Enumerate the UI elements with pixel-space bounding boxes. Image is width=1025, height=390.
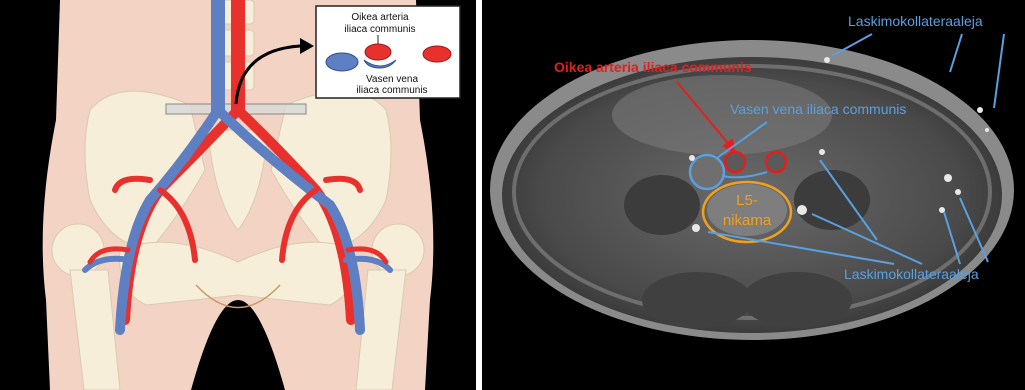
callout-vein-label-line2: iliaca communis <box>356 85 427 96</box>
callout-vein-label-line1: Vasen vena <box>366 74 419 85</box>
mri-left-back-muscle <box>642 272 752 328</box>
compressed-vein-circle <box>690 155 724 189</box>
left-femoral-head <box>52 224 104 276</box>
callout-artery-right-oval <box>423 46 451 62</box>
mri-left-psoas <box>624 175 700 235</box>
cross-section-callout: Oikea arteria iliaca communis Vasen vena… <box>316 6 460 98</box>
callout-artery-center-oval <box>365 44 391 60</box>
mri-right-psoas <box>794 170 870 230</box>
vein-label: Vasen vena iliaca communis <box>730 101 906 117</box>
callout-vein-left-oval <box>326 53 358 71</box>
callout-artery-label-line1: Oikea arteria <box>351 12 409 23</box>
vertebra-label-line2: nikama <box>723 212 772 229</box>
anatomy-illustration: Oikea arteria iliaca communis Vasen vena… <box>0 0 476 390</box>
right-artery-circle <box>725 152 745 172</box>
callout-artery-label-line2: iliaca communis <box>344 24 415 35</box>
mri-right-back-muscle <box>742 272 852 328</box>
vertebra-label-line1: L5- <box>736 192 758 209</box>
collaterals-label-bottom: Laskimokollateraaleja <box>844 266 979 282</box>
mri-panel: L5- nikama Oikea arteria iliaca communis… <box>482 0 1025 390</box>
left-artery-circle <box>766 152 786 172</box>
artery-label: Oikea arteria iliaca communis <box>554 59 752 75</box>
collaterals-label-top: Laskimokollateraaleja <box>848 13 983 29</box>
axial-mri-image: L5- nikama Oikea arteria iliaca communis… <box>482 0 1025 390</box>
right-femoral-head <box>372 224 424 276</box>
anatomy-illustration-panel: Oikea arteria iliaca communis Vasen vena… <box>0 0 476 390</box>
